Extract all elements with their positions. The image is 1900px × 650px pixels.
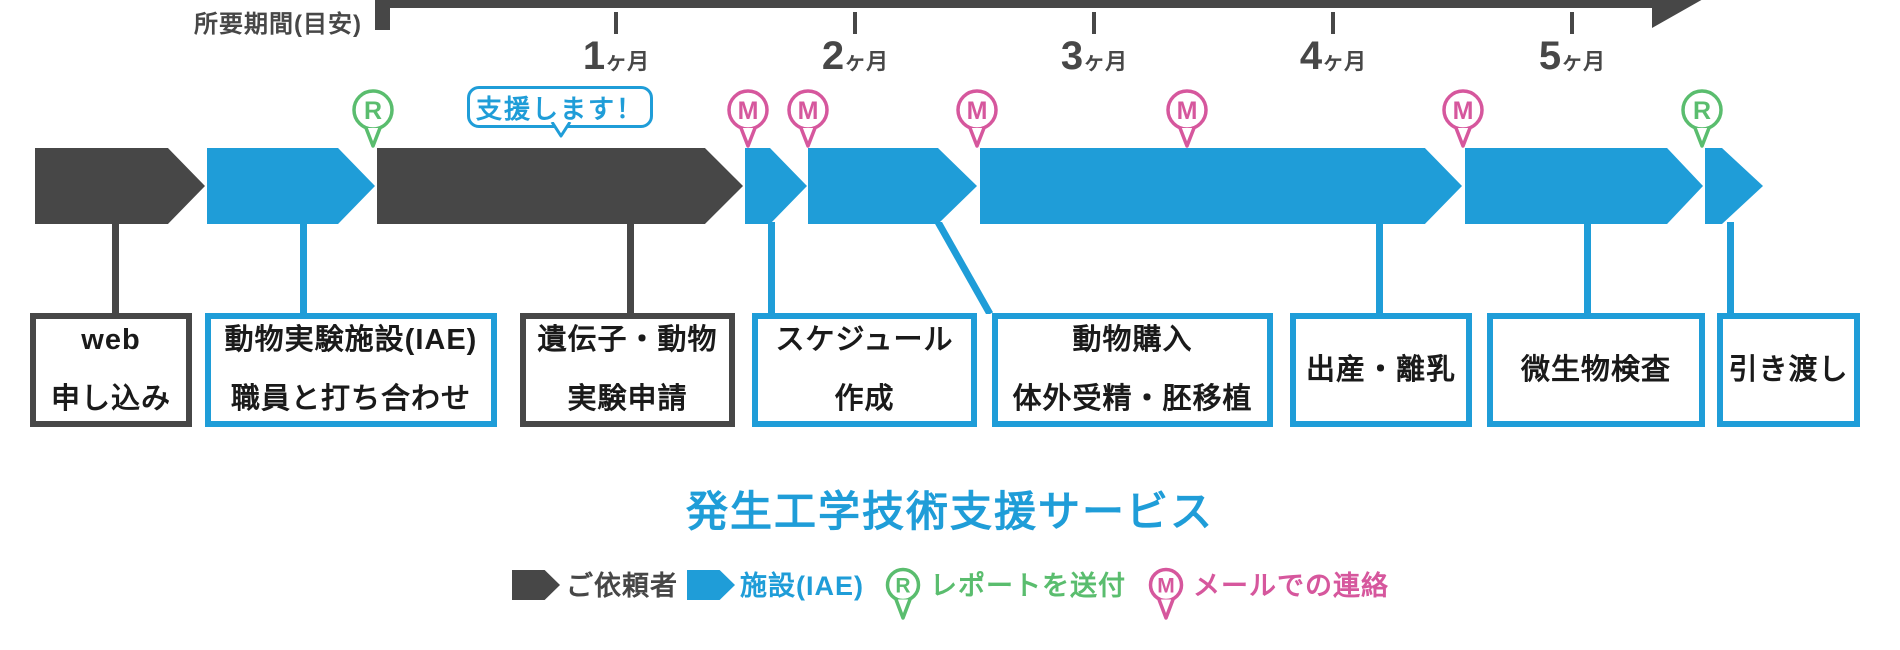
step-box: 引き渡し (1717, 313, 1860, 427)
step-box-label: 作成 (834, 383, 895, 415)
month-unit: ヶ月 (1083, 49, 1128, 74)
support-bubble-text: 支援します！ (475, 93, 644, 124)
month-unit: ヶ月 (1561, 49, 1606, 74)
connector-line (111, 222, 119, 314)
process-arrow (1705, 148, 1763, 224)
marker-M-icon: M (1441, 86, 1485, 148)
svg-text:M: M (1177, 97, 1198, 125)
connector-line (767, 222, 775, 314)
svg-text:M: M (738, 97, 759, 125)
svg-text:M: M (798, 97, 819, 125)
step-box: 動物実験施設(IAE) 職員と打ち合わせ (205, 313, 497, 427)
step-box-label: web (81, 324, 141, 356)
diagram-title: 発生工学技術支援サービス (685, 488, 1214, 535)
month-unit: ヶ月 (605, 49, 650, 74)
duration-arrow (375, 0, 1702, 30)
process-arrow (35, 148, 205, 224)
step-box-label: 動物実験施設(IAE) (224, 324, 478, 356)
support-bubble: 支援します！ (467, 86, 653, 138)
legend-marker-R-icon: R (884, 566, 922, 620)
step-box-label: 体外受精・胚移植 (1012, 383, 1253, 415)
svg-text:R: R (1693, 97, 1711, 125)
process-arrow (1465, 148, 1703, 224)
legend-label: レポートを送付 (930, 571, 1126, 601)
duration-label: 所要期間(目安) (194, 11, 362, 38)
step-box: 遺伝子・動物実験申請 (520, 313, 735, 427)
connector-line (1583, 222, 1591, 314)
connector-line (1726, 222, 1734, 314)
month-tick (1092, 12, 1096, 34)
step-box: スケジュール作成 (752, 313, 977, 427)
month-number: 4 (1299, 34, 1323, 78)
step-box-label: 引き渡し (1728, 353, 1849, 386)
process-arrow (745, 148, 807, 224)
marker-M-icon: M (726, 86, 770, 148)
marker-R-icon: R (351, 86, 395, 148)
step-box-label: 動物購入 (1072, 324, 1193, 356)
step-box-label: 職員と打ち合わせ (230, 383, 471, 415)
step-box: 微生物検査 (1487, 313, 1705, 427)
month-label: 2ヶ月 (785, 34, 925, 79)
month-tick (614, 12, 618, 34)
step-box: web 申し込み (30, 313, 192, 427)
legend-marker-M-icon: M (1147, 566, 1185, 620)
legend-label: 施設(IAE) (740, 571, 864, 601)
month-label: 4ヶ月 (1263, 34, 1403, 79)
month-label: 3ヶ月 (1024, 34, 1164, 79)
marker-M-icon: M (1165, 86, 1209, 148)
connector-line-diagonal (928, 220, 1008, 316)
step-box-label: 遺伝子・動物 (537, 324, 718, 356)
month-number: 3 (1060, 34, 1084, 78)
marker-M-icon: M (955, 86, 999, 148)
step-box-label: 申し込み (50, 383, 171, 415)
step-box-label: スケジュール (775, 324, 954, 356)
marker-R-icon: R (1680, 86, 1724, 148)
duration-arrow-shape (375, 0, 1702, 30)
month-tick (853, 12, 857, 34)
step-box-label: 微生物検査 (1520, 353, 1671, 386)
connector-line (299, 222, 307, 314)
month-tick (1331, 12, 1335, 34)
legend-label: ご依頼者 (566, 571, 678, 601)
month-number: 2 (821, 34, 845, 78)
process-arrow (808, 148, 977, 224)
process-arrow (207, 148, 375, 224)
legend-arrow-swatch (512, 570, 560, 600)
step-box: 出産・離乳 (1290, 313, 1472, 427)
legend-label: メールでの連絡 (1193, 571, 1389, 601)
month-number: 5 (1538, 34, 1562, 78)
process-arrow (377, 148, 743, 224)
marker-M-icon: M (786, 86, 830, 148)
month-tick (1570, 12, 1574, 34)
svg-text:M: M (967, 97, 988, 125)
step-box-label: 実験申請 (567, 383, 688, 415)
month-label: 5ヶ月 (1502, 34, 1642, 79)
process-arrow (980, 148, 1462, 224)
month-unit: ヶ月 (844, 49, 889, 74)
svg-text:R: R (364, 97, 382, 125)
legend-arrow-swatch (687, 570, 735, 600)
month-label: 1ヶ月 (546, 34, 686, 79)
support-bubble-tail (550, 122, 572, 138)
month-unit: ヶ月 (1322, 49, 1367, 74)
svg-text:R: R (895, 575, 910, 598)
connector-line (1375, 222, 1383, 314)
connector-line (626, 222, 634, 314)
svg-text:M: M (1453, 97, 1474, 125)
step-box-label: 出産・離乳 (1305, 353, 1456, 386)
month-number: 1 (582, 34, 606, 78)
svg-text:M: M (1157, 575, 1175, 598)
step-box: 動物購入体外受精・胚移植 (992, 313, 1273, 427)
